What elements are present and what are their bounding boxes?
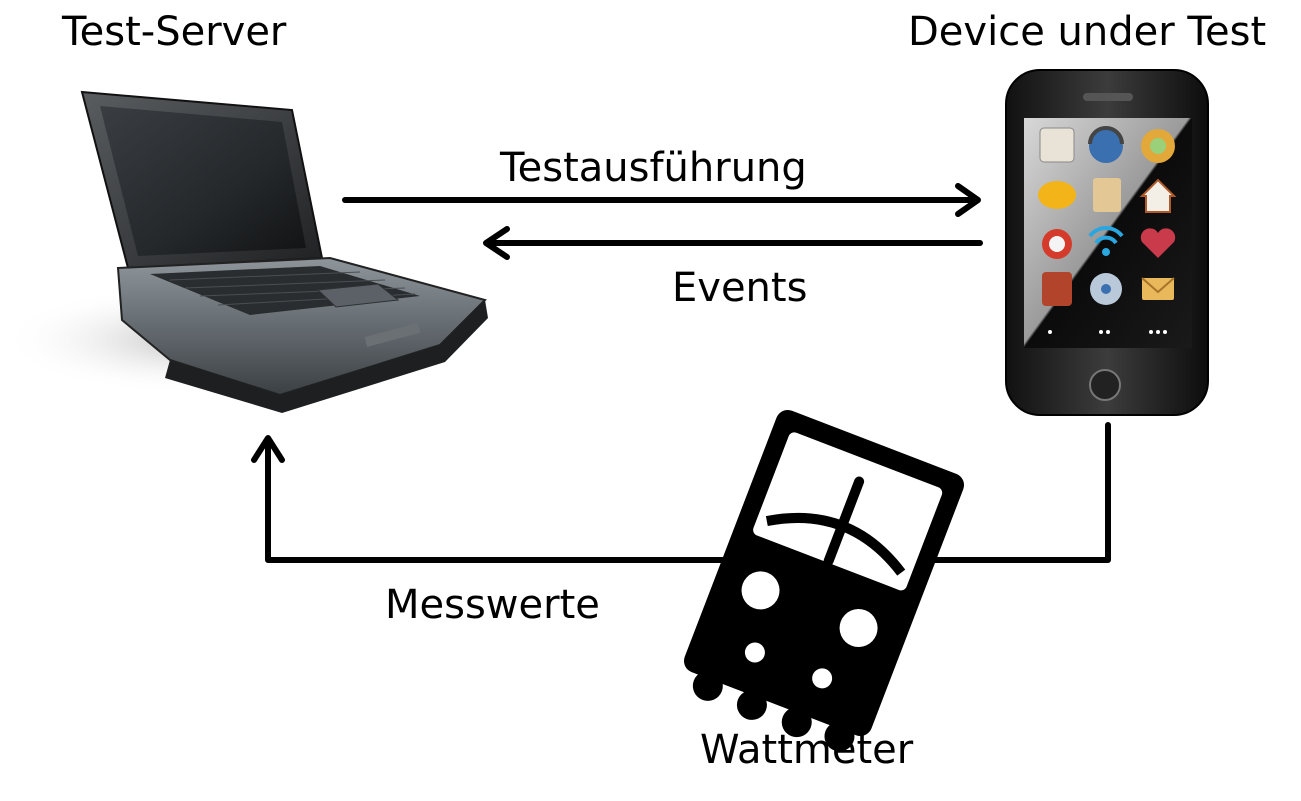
chat-app-icon: [1038, 181, 1076, 209]
wattmeter-icon: [683, 409, 965, 752]
book-app-icon: [1042, 272, 1072, 306]
measurements-label: Messwerte: [385, 582, 600, 628]
test-server-label: Test-Server: [62, 9, 287, 55]
clock-app-icon: [1042, 229, 1072, 259]
color-wheel-app-icon: [1141, 129, 1175, 163]
music-app-icon: [1088, 126, 1124, 163]
measurement-line: [251, 422, 1111, 563]
arrow-test-execution: [342, 183, 981, 217]
test-execution-label: Testausführung: [500, 145, 807, 191]
disc-app-icon: [1090, 273, 1122, 305]
heart-app-icon: [1140, 228, 1176, 258]
home-app-icon: [1139, 178, 1177, 213]
wattmeter-label: Wattmeter: [700, 727, 914, 773]
smartphone-icon: [1005, 69, 1209, 416]
arrow-events: [483, 226, 983, 260]
files-app-icon: [1093, 178, 1121, 212]
wifi-app-icon: [1088, 226, 1124, 256]
mail-app-icon: [1141, 277, 1175, 300]
laptop-icon: [0, 90, 488, 413]
device-under-test-label: Device under Test: [908, 9, 1267, 55]
events-label: Events: [672, 265, 808, 311]
notes-app-icon: [1039, 127, 1075, 163]
